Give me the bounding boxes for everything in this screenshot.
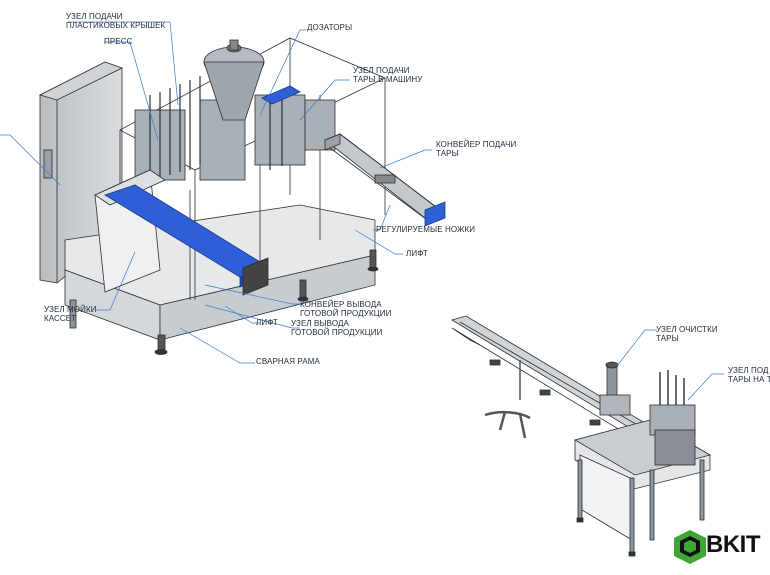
label-welded-frame: СВАРНАЯ РАМА (256, 357, 320, 366)
label-adjustable-legs: РЕГУЛИРУЕМЫЕ НОЖКИ (376, 225, 476, 234)
label-lift-bottom: ЛИФТ (256, 318, 278, 327)
secondary-machine (451, 315, 712, 557)
label-lift-right: ЛИФТ (406, 249, 428, 258)
label-dosers: ДОЗАТОРЫ (307, 23, 353, 32)
bkit-logo-icon (674, 530, 706, 564)
leader-lines (0, 21, 724, 401)
main-machine (38, 37, 446, 355)
label-press: ПРЕСС (104, 37, 133, 46)
logo-text: BKIT (706, 531, 761, 558)
